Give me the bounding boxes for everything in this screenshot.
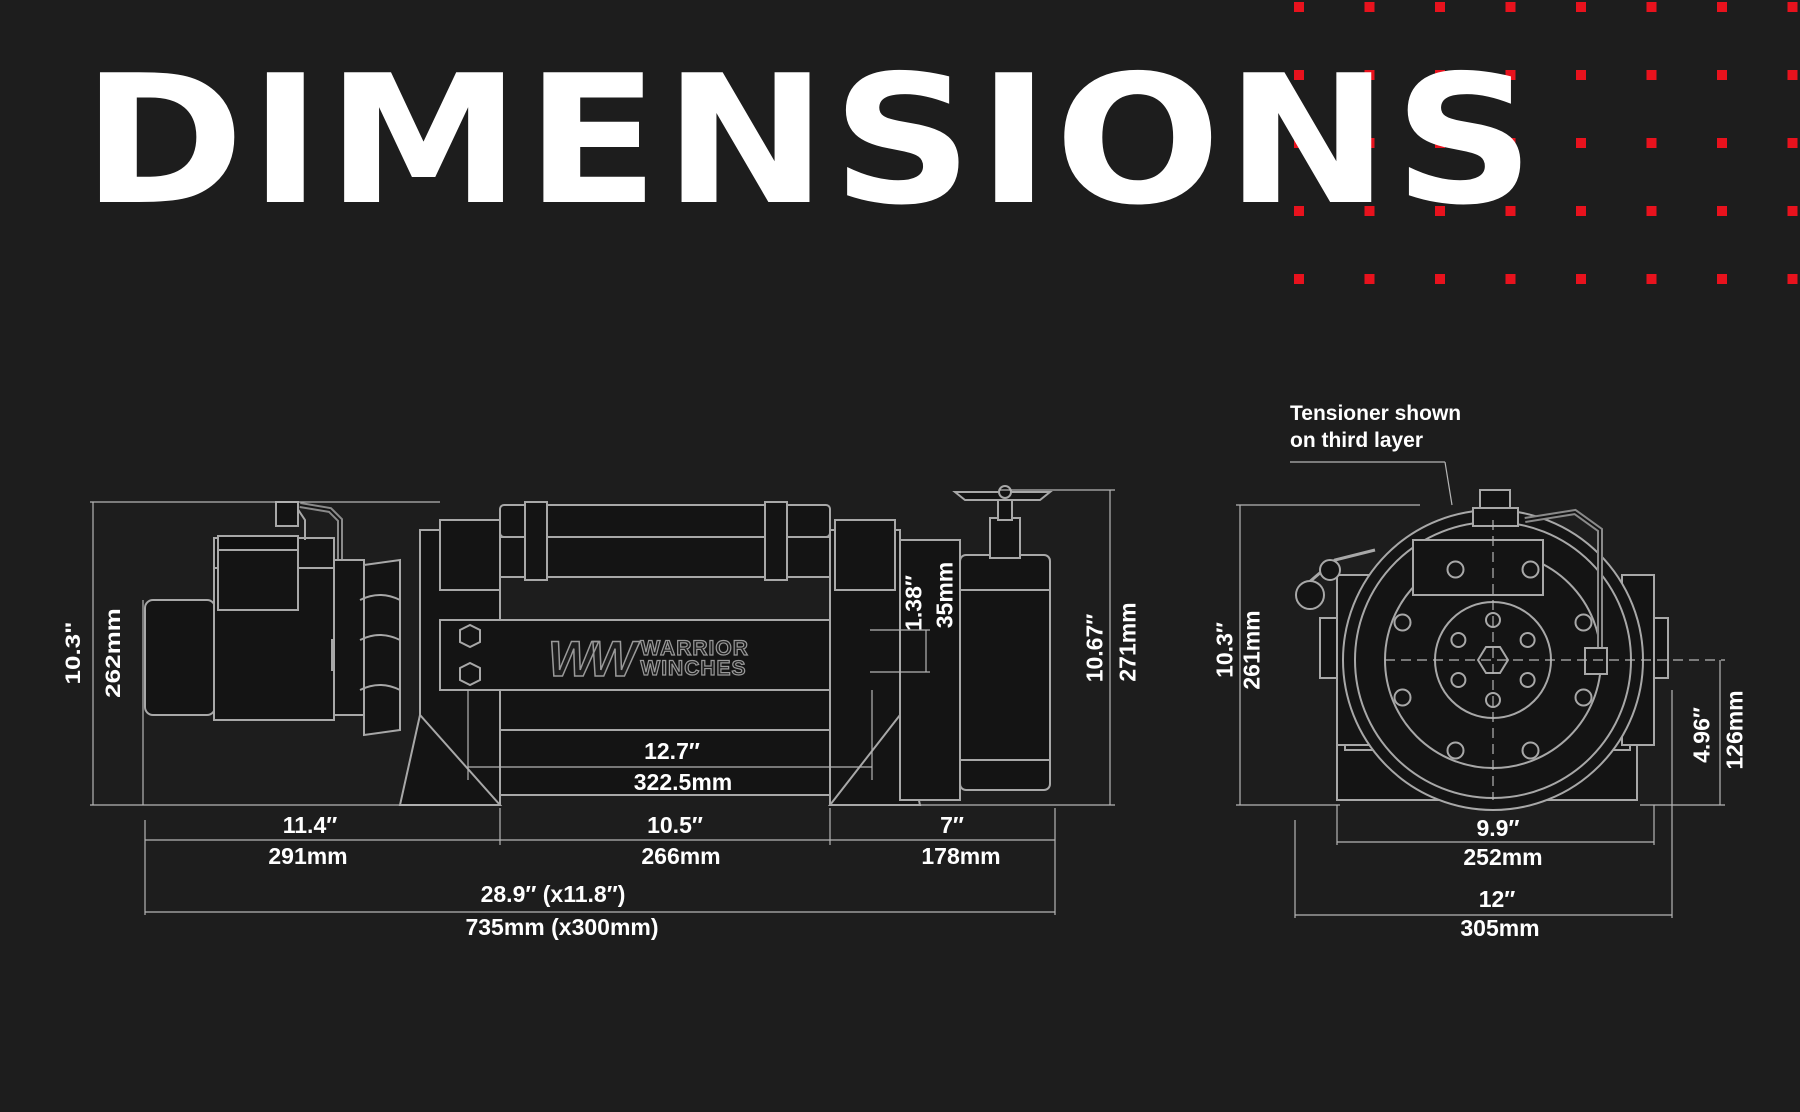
tensioner-note: Tensioner shown on third layer xyxy=(1290,400,1461,454)
red-dot xyxy=(1505,206,1516,216)
bolt xyxy=(1574,613,1593,632)
bolt xyxy=(1393,688,1412,707)
end-view-winch xyxy=(1295,489,1669,811)
end-overall-height-imperial: 10.3″ xyxy=(1211,622,1238,678)
bolt xyxy=(1450,632,1467,648)
red-dot xyxy=(1646,2,1657,12)
side-right-height-metric: 271mm xyxy=(1114,602,1141,682)
page-title: DIMENSIONS xyxy=(82,37,1540,244)
red-dot xyxy=(1646,274,1657,284)
red-dot xyxy=(1505,70,1516,80)
red-dot xyxy=(1364,70,1375,80)
brand-logo: WW WARRIOR WINCHES xyxy=(547,630,749,688)
tensioner-note-line1: Tensioner shown xyxy=(1290,402,1462,425)
red-dot xyxy=(1294,70,1304,80)
red-dot xyxy=(1787,206,1798,216)
red-dot xyxy=(1294,2,1304,12)
red-dot xyxy=(1717,2,1727,12)
side-right-height-imperial: 10.67″ xyxy=(1081,613,1108,683)
end-center-height-metric: 126mm xyxy=(1721,690,1748,770)
tensioner-note-line2: on third layer xyxy=(1290,429,1424,452)
logo-text-line2: WINCHES xyxy=(640,657,747,680)
red-dot xyxy=(1717,138,1727,148)
red-dot xyxy=(1435,206,1445,216)
hole-spacing-imperial: 12.7″ xyxy=(644,738,700,764)
bolt xyxy=(1450,672,1467,688)
dimension-lines xyxy=(90,461,1725,918)
logo-text-line1: WARRIOR xyxy=(640,637,749,660)
bolt xyxy=(1521,741,1540,760)
logo-mark: WW xyxy=(547,630,637,688)
red-dot xyxy=(1435,274,1445,284)
overall-length-metric: 735mm (x300mm) xyxy=(465,914,659,940)
red-dot xyxy=(1435,138,1445,148)
hole-offset-metric: 35mm xyxy=(931,561,958,629)
red-dot xyxy=(1576,70,1586,80)
overall-width-imperial: 12″ xyxy=(1478,886,1516,912)
bolt xyxy=(1574,688,1593,707)
red-dot xyxy=(1717,70,1727,80)
bolt xyxy=(1446,741,1465,760)
gearbox-length-imperial: 7″ xyxy=(940,812,964,838)
end-center-height-imperial: 4.96″ xyxy=(1688,707,1715,763)
red-dot xyxy=(1435,2,1445,12)
red-dot xyxy=(1294,274,1304,284)
bolt xyxy=(1519,672,1536,688)
red-dot xyxy=(1646,70,1657,80)
hole-offset-imperial: 1.38″ xyxy=(900,575,927,631)
red-dot xyxy=(1364,206,1375,216)
end-view-bolts xyxy=(1393,560,1593,760)
bolt xyxy=(1446,560,1465,579)
red-dot xyxy=(1294,138,1304,148)
motor-length-imperial: 11.4″ xyxy=(282,812,338,838)
red-dot xyxy=(1646,138,1657,148)
red-dot xyxy=(1717,274,1727,284)
red-dot xyxy=(1787,274,1798,284)
red-dot xyxy=(1787,70,1798,80)
red-dot xyxy=(1294,206,1304,216)
logo-text: WARRIOR WINCHES xyxy=(640,637,749,680)
red-dot xyxy=(1576,274,1586,284)
bolt xyxy=(1521,560,1540,579)
red-dot xyxy=(1787,138,1798,148)
red-dot xyxy=(1364,2,1375,12)
bolt xyxy=(1519,632,1536,648)
drum-length-metric: 266mm xyxy=(641,843,721,869)
red-dot xyxy=(1717,206,1727,216)
red-dot xyxy=(1787,2,1798,12)
red-dot xyxy=(1364,138,1375,148)
red-dot xyxy=(1646,206,1657,216)
red-dot xyxy=(1576,206,1586,216)
red-dot xyxy=(1364,274,1375,284)
red-dot xyxy=(1435,70,1445,80)
gearbox-length-metric: 178mm xyxy=(921,843,1001,869)
side-overall-height-metric: 262mm xyxy=(101,608,125,698)
red-dot xyxy=(1576,2,1586,12)
side-overall-height-imperial: 10.3" xyxy=(61,621,85,685)
side-view-winch xyxy=(144,485,1053,806)
end-overall-height-metric: 261mm xyxy=(1238,610,1265,690)
overall-width-metric: 305mm xyxy=(1460,915,1540,941)
red-dot xyxy=(1505,2,1516,12)
red-dot xyxy=(1576,138,1586,148)
overall-length-imperial: 28.9″ (x11.8″) xyxy=(480,881,626,907)
hole-spacing-metric: 322.5mm xyxy=(633,769,733,795)
mount-width-imperial: 9.9″ xyxy=(1476,815,1520,841)
mount-width-metric: 252mm xyxy=(1463,844,1543,870)
red-dot xyxy=(1505,274,1516,284)
bolt xyxy=(1393,613,1412,632)
drum-length-imperial: 10.5″ xyxy=(647,812,703,838)
motor-length-metric: 291mm xyxy=(268,843,348,869)
red-dot xyxy=(1505,138,1516,148)
